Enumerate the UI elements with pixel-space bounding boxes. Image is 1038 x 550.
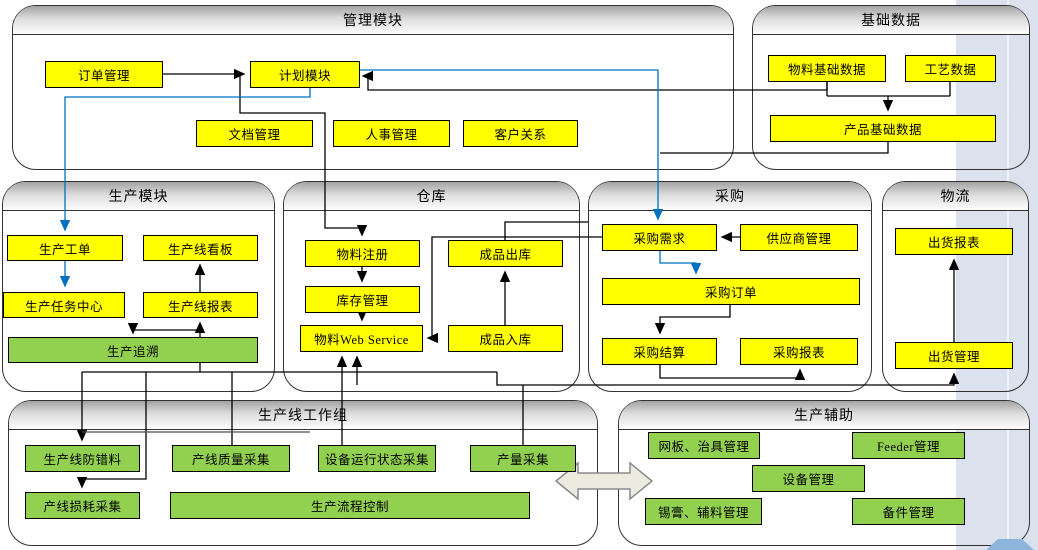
box-shipment-management: 出货管理 — [895, 342, 1013, 369]
box-production-task-center: 生产任务中心 — [3, 292, 125, 318]
box-line-error-proofing: 生产线防错料 — [25, 445, 140, 472]
box-line-loss-collection: 产线损耗采集 — [25, 492, 140, 519]
group-title-logistics: 物流 — [883, 182, 1028, 211]
box-supplier-management: 供应商管理 — [740, 224, 858, 251]
box-stencil-fixture-management: 网板、治具管理 — [648, 432, 760, 459]
background-stripe-divider — [1007, 0, 1009, 550]
group-production-aux: 生产辅助 — [618, 400, 1030, 546]
group-title-production-aux: 生产辅助 — [619, 401, 1029, 430]
box-purchase-report: 采购报表 — [740, 338, 858, 365]
group-title-management: 管理模块 — [13, 6, 733, 35]
box-document-management: 文档管理 — [196, 120, 313, 147]
box-line-quality-collection: 产线质量采集 — [172, 445, 290, 472]
box-equipment-status-collection: 设备运行状态采集 — [318, 445, 436, 472]
box-line-report: 生产线报表 — [143, 292, 258, 318]
box-feeder-management: Feeder管理 — [852, 432, 965, 459]
group-title-purchase: 采购 — [589, 182, 871, 211]
box-order-management: 订单管理 — [45, 61, 163, 88]
group-basic-data: 基础数据 — [752, 5, 1030, 170]
box-material-web-service: 物料Web Service — [300, 325, 423, 352]
box-production-flow-control: 生产流程控制 — [170, 492, 530, 519]
box-spare-parts-management: 备件管理 — [852, 498, 965, 525]
box-production-traceability: 生产追溯 — [8, 337, 258, 363]
box-hr-management: 人事管理 — [333, 120, 450, 147]
box-material-registration: 物料注册 — [305, 240, 420, 267]
box-purchase-order: 采购订单 — [602, 278, 860, 305]
group-logistics: 物流 — [882, 181, 1029, 392]
group-title-line-workgroup: 生产线工作组 — [9, 401, 597, 430]
box-production-workorder: 生产工单 — [7, 235, 123, 261]
group-title-warehouse: 仓库 — [284, 182, 579, 211]
box-shipment-report: 出货报表 — [895, 228, 1013, 255]
box-material-basic-data: 物料基础数据 — [768, 55, 886, 82]
box-line-kanban: 生产线看板 — [143, 235, 258, 261]
box-customer-relations: 客户关系 — [463, 120, 578, 147]
box-plan-module: 计划模块 — [250, 61, 360, 88]
box-output-collection: 产量采集 — [470, 445, 576, 472]
box-finished-goods-inbound: 成品入库 — [448, 325, 563, 352]
box-process-data: 工艺数据 — [905, 55, 996, 82]
box-product-basic-data: 产品基础数据 — [770, 115, 996, 142]
group-title-production: 生产模块 — [3, 182, 274, 211]
background-stripe — [956, 0, 1038, 550]
box-purchase-demand: 采购需求 — [602, 224, 717, 251]
box-inventory-management: 库存管理 — [305, 286, 420, 313]
box-solder-paste-auxiliary-management: 锡膏、辅料管理 — [645, 498, 762, 525]
group-title-basic-data: 基础数据 — [753, 6, 1029, 35]
group-line-workgroup: 生产线工作组 — [8, 400, 598, 546]
box-finished-goods-outbound: 成品出库 — [448, 240, 563, 267]
box-equipment-management: 设备管理 — [752, 465, 865, 492]
box-purchase-settlement: 采购结算 — [602, 338, 717, 365]
